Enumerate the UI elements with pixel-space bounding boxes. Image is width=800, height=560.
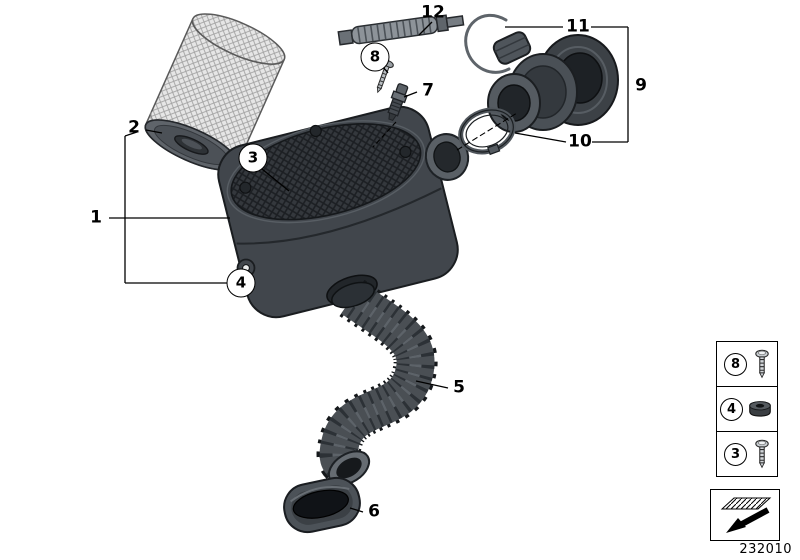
legend-number-3: 3 bbox=[724, 442, 747, 466]
legend-panel: 8 4 3 bbox=[716, 341, 778, 477]
callout-4[interactable]: 4 bbox=[226, 268, 256, 298]
filter-element-drawing bbox=[144, 13, 286, 171]
legend-row-8[interactable]: 8 bbox=[717, 342, 777, 387]
grommet-icon bbox=[749, 400, 771, 417]
callout-5[interactable]: 5 bbox=[453, 377, 465, 398]
leader-lines bbox=[109, 21, 629, 513]
legend-row-3[interactable]: 3 bbox=[717, 432, 777, 476]
sensor-drawing bbox=[387, 83, 409, 122]
callout-7[interactable]: 7 bbox=[422, 80, 434, 101]
callout-6[interactable]: 6 bbox=[368, 501, 380, 522]
callout-12[interactable]: 12 bbox=[421, 2, 445, 23]
screw-icon bbox=[755, 439, 769, 469]
drawing-number: 232010 bbox=[739, 542, 792, 557]
legend-number-8: 8 bbox=[724, 352, 747, 376]
callout-8[interactable]: 8 bbox=[360, 42, 390, 72]
intake-duct-drawing bbox=[283, 476, 361, 534]
callout-9[interactable]: 9 bbox=[635, 75, 647, 96]
direction-arrow-icon bbox=[720, 497, 772, 533]
intake-hose-drawing bbox=[316, 279, 438, 486]
legend-row-4[interactable]: 4 bbox=[717, 387, 777, 432]
callout-10[interactable]: 10 bbox=[568, 131, 592, 152]
clamp-drawing bbox=[458, 107, 516, 156]
direction-symbol-box bbox=[710, 489, 780, 541]
callout-3[interactable]: 3 bbox=[238, 143, 268, 173]
callout-1[interactable]: 1 bbox=[90, 207, 102, 228]
callout-2[interactable]: 2 bbox=[128, 117, 140, 138]
vent-pipe-drawing bbox=[337, 14, 465, 46]
callout-11[interactable]: 11 bbox=[566, 16, 590, 37]
air-filter-housing-drawing bbox=[217, 105, 470, 319]
housing-outlet-port bbox=[424, 133, 470, 181]
legend-number-4: 4 bbox=[720, 397, 743, 421]
wire-clip-drawing bbox=[464, 13, 511, 74]
screw-icon bbox=[755, 349, 769, 379]
